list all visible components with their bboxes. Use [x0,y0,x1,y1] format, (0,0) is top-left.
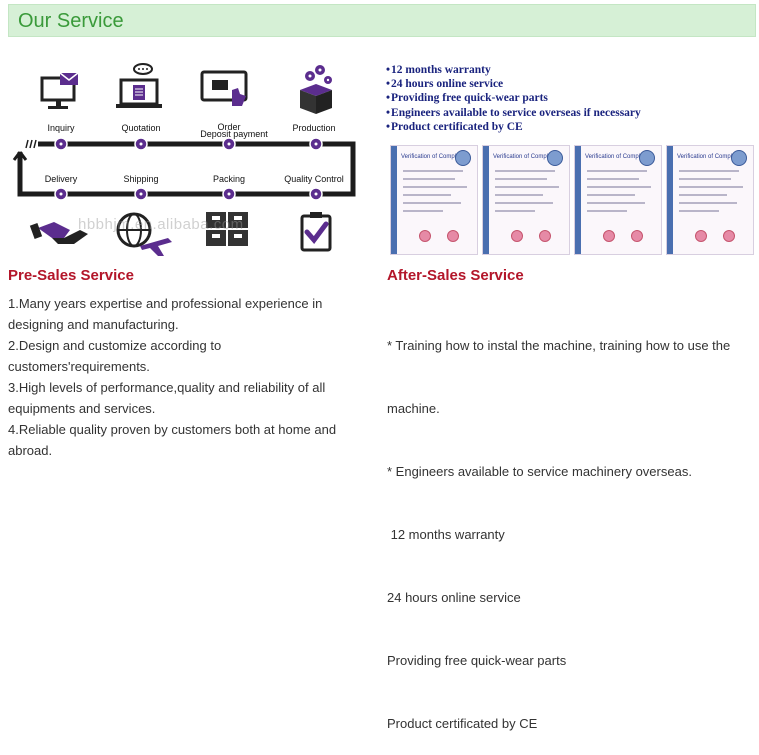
presales-line: abroad. [8,443,53,458]
watermark-text: hbbhjm.en.alibaba.com [78,216,244,233]
order-payment-icon [200,70,248,106]
aftersales-line: Product certificated by CE [387,716,538,731]
stamp-icon [447,230,459,242]
presales-line: 3.High levels of performance,quality and… [8,380,326,395]
production-box-icon [300,65,332,114]
seal-icon [639,150,655,166]
aftersales-line: machine. [387,401,440,416]
step-label-quotation: Quotation [121,123,161,133]
warranty-bullet: •24 hours online service [386,78,504,91]
ce-certificates: Verification of Compliance Verification … [390,145,756,255]
stamp-icon [723,230,735,242]
warranty-bullet: •Product certificated by CE [386,120,523,133]
stamp-icon [603,230,615,242]
warranty-bullet-list: •12 months warranty •24 hours online ser… [386,63,641,134]
step-label-production: Production [292,123,336,133]
presales-line: 2.Design and customize according to [8,338,222,353]
warranty-bullet: •12 months warranty [386,64,491,76]
laptop-quote-icon [116,63,162,108]
computer-mail-icon [40,72,79,109]
aftersales-line: Providing free quick-wear parts [387,653,567,668]
service-process-diagram: Inquiry Quotation Order Deposit payment … [8,60,370,256]
stamp-icon [539,230,551,242]
step-label-deposit: Deposit payment [200,129,268,139]
aftersales-line: * Training how to instal the machine, tr… [387,338,731,353]
presales-line: customers'requirements. [8,359,150,374]
step-label-quality-control: Quality Control [284,174,344,184]
globe-plane-icon [116,212,172,256]
presales-line: equipments and services. [8,401,156,416]
header-bar: Our Service [8,4,756,37]
aftersales-text: * Training how to instal the machine, tr… [387,293,757,755]
track-stripes-icon [25,139,37,149]
seal-icon [731,150,747,166]
presales-title: Pre-Sales Service [8,267,134,284]
clipboard-check-icon [300,212,332,252]
certificate-image: Verification of Compliance [390,145,478,255]
warranty-bullet: •Engineers available to service overseas… [386,106,641,119]
presales-text: 1.Many years expertise and professional … [8,293,373,461]
handshake-icon [29,222,88,244]
step-label-packing: Packing [212,174,246,184]
seal-icon [455,150,471,166]
aftersales-line: 24 hours online service [387,590,521,605]
aftersales-line: * Engineers available to service machine… [387,464,692,479]
presales-line: designing and manufacturing. [8,317,179,332]
certificate-image: Verification of Compliance [482,145,570,255]
page-title: Our Service [18,10,124,32]
aftersales-title: After-Sales Service [387,267,524,284]
certificate-image: Verification of Compliance [666,145,754,255]
process-flow-svg [12,63,356,256]
certificate-image: Verification of Compliance [574,145,662,255]
boxes-icon [206,212,248,246]
presales-line: 4.Reliable quality proven by customers b… [8,422,337,437]
stamp-icon [631,230,643,242]
step-label-inquiry: Inquiry [47,123,75,133]
presales-line: 1.Many years expertise and professional … [8,296,323,311]
step-label-order: Order [217,122,241,132]
seal-icon [547,150,563,166]
step-label-shipping: Shipping [123,174,159,184]
aftersales-line: 12 months warranty [387,527,505,542]
stamp-icon [419,230,431,242]
warranty-certificates-panel: •12 months warranty •24 hours online ser… [386,60,756,256]
stamp-icon [695,230,707,242]
step-label-delivery: Delivery [44,174,78,184]
stamp-icon [511,230,523,242]
warranty-bullet: •Providing free quick-wear parts [386,92,548,105]
